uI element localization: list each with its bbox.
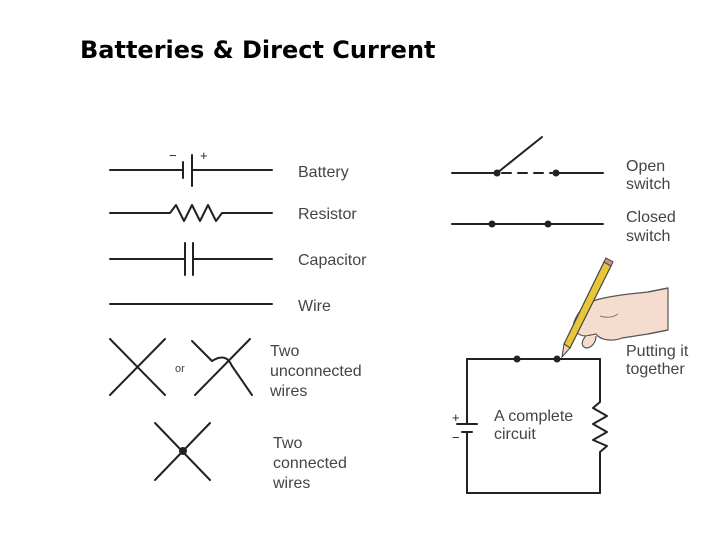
unconnected-label-line1: Two [270,343,299,360]
pencil-icon [561,257,614,359]
connected-label-line2: connected [273,455,347,472]
unconnected-label-line2: unconnected [270,363,362,380]
putting-together-label-line2: together [626,361,685,378]
connected-label-line3: wires [272,475,310,492]
open-switch-label-line1: Open [626,158,665,175]
capacitor-symbol [109,242,273,276]
connected-label-line1: Two [273,435,302,452]
junction-dot [179,447,187,455]
resistor-label: Resistor [298,206,357,223]
battery-plus-sign: + [200,148,208,163]
complete-circuit-label-line1: A complete [494,408,573,425]
open-switch-label-line2: switch [626,176,670,193]
slide-title: Batteries & Direct Current [80,36,436,64]
battery-minus-sign: − [169,148,177,163]
circuit-plus-sign: + [452,410,460,425]
closed-switch-label-line2: switch [626,228,670,245]
or-label: or [175,363,185,375]
closed-switch-symbol [451,220,604,228]
unconnected-wires-hop-symbol [191,338,253,396]
unconnected-label-line3: wires [269,383,307,400]
complete-circuit-diagram: + − [452,355,608,494]
battery-label: Battery [298,164,349,181]
putting-together-label-line1: Putting it [626,343,689,360]
closed-switch-label-line1: Closed [626,209,676,226]
unconnected-wires-cross-symbol [109,338,166,396]
wire-label: Wire [298,298,331,315]
complete-circuit-label-line2: circuit [494,426,536,443]
resistor-symbol [109,204,273,222]
open-switch-symbol [451,136,604,177]
hand-icon [573,287,669,349]
circuit-minus-sign: − [452,430,460,445]
battery-symbol: − + [109,148,273,187]
connected-wires-symbol [154,422,211,481]
capacitor-label: Capacitor [298,252,367,269]
